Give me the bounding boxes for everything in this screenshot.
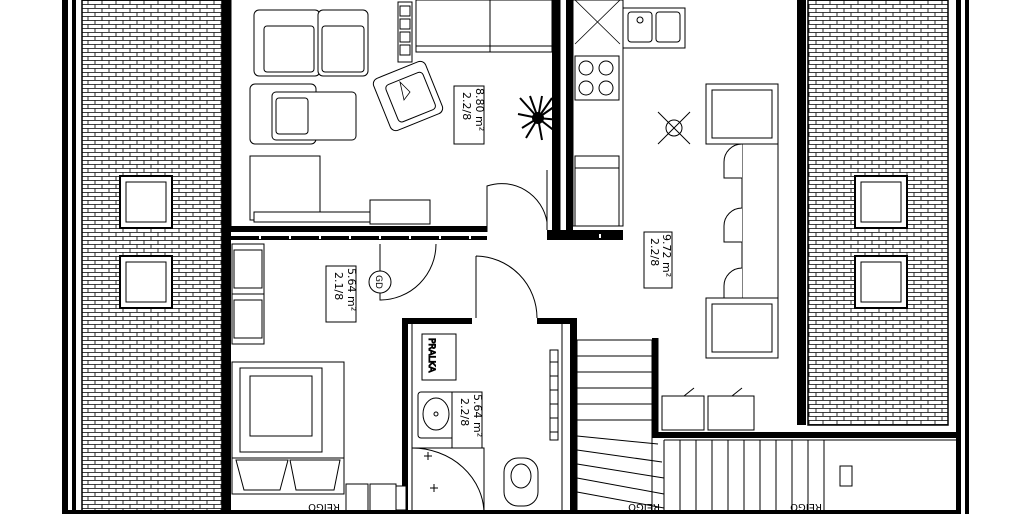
staircase	[576, 339, 956, 514]
bottom-wall	[68, 510, 956, 514]
living-room-label: 2.2/8 8.80 m²	[453, 85, 486, 145]
outer-walls	[62, 0, 969, 514]
gd-marker: GD	[368, 270, 392, 294]
bathroom-area: 5.64 m²	[471, 394, 484, 437]
gd-label: GD	[373, 275, 383, 289]
pralka-label: PRALKA	[426, 338, 436, 373]
plant-icon	[517, 95, 561, 141]
light-fixture-icon	[657, 111, 691, 145]
reigo-label-left: REIGO	[308, 501, 340, 512]
reigo-label-mid: REIGO	[628, 501, 660, 512]
bedroom-furniture	[231, 243, 407, 514]
sofa-top	[415, 0, 553, 53]
armchair-top-mid	[317, 9, 369, 77]
armchair-top-left	[253, 9, 321, 77]
roof-window-right-1	[854, 175, 908, 229]
armchair-left	[249, 83, 357, 145]
roof-window-left-2	[119, 255, 173, 309]
wall-ticks	[259, 234, 601, 239]
door-arcs	[379, 170, 548, 319]
bathroom-code: 2.2/8	[458, 398, 471, 426]
living-room-code: 2.2/8	[460, 92, 473, 120]
room-outlines	[230, 0, 659, 514]
living-room-area: 8.80 m²	[473, 88, 486, 131]
tv-cabinet	[249, 155, 431, 225]
roof-window-left-1	[119, 175, 173, 229]
shelf-slats	[397, 1, 413, 63]
kitchen-counter	[572, 0, 686, 227]
bathroom-label: 2.2/8 5.64 m²	[451, 391, 484, 449]
bedroom-area: 5.64 m²	[345, 268, 358, 311]
kitchen-label: 2.2/8 9.72 m²	[643, 231, 673, 289]
kitchen-area: 9.72 m²	[660, 234, 673, 277]
bedroom-code: 2.1/8	[332, 272, 345, 300]
armchair-rotated	[372, 60, 444, 132]
interior-walls	[222, 0, 956, 514]
radiator-ladder	[549, 349, 559, 441]
bench-seats	[661, 387, 755, 431]
roof-window-right-2	[854, 255, 908, 309]
dining-table	[705, 83, 779, 359]
bedroom-label: 2.1/8 5.64 m²	[325, 265, 358, 323]
kitchen-code: 2.2/8	[648, 238, 661, 266]
reigo-label-right: REIGO	[790, 501, 822, 512]
